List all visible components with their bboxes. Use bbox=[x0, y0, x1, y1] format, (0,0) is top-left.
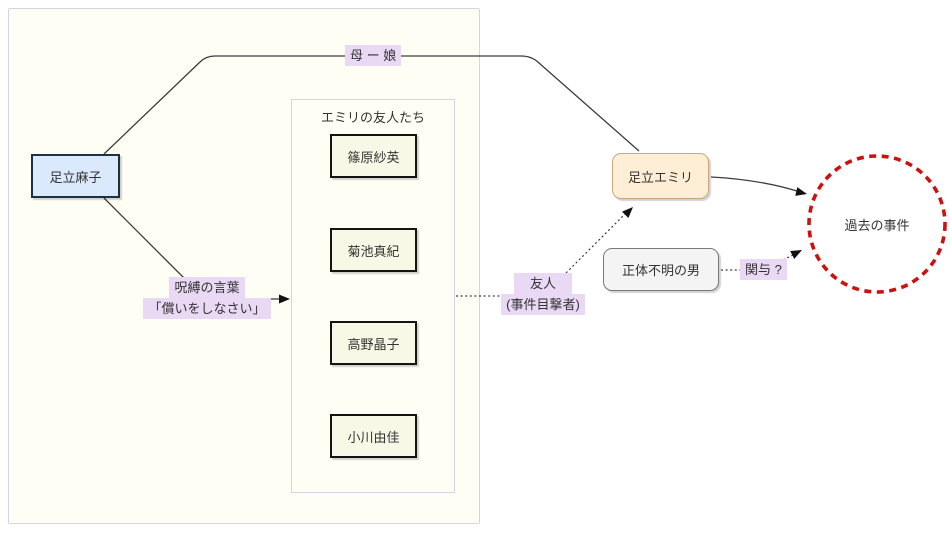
edge-label-friend-line1: 友人 bbox=[513, 273, 572, 294]
edge-label-curse-line2: 「償いをしなさい」 bbox=[143, 298, 271, 319]
arrowhead-witness-to-emiri bbox=[622, 207, 633, 218]
node-adachi-emiri-label: 足立エミリ bbox=[627, 169, 693, 185]
edge-label-mother-daughter-text: 母 ー 娘 bbox=[345, 45, 402, 66]
friend-node-takano: 高野晶子 bbox=[330, 321, 417, 365]
node-unknown-man: 正体不明の男 bbox=[603, 248, 719, 291]
edge-label-involvement-text: 関与 ? bbox=[740, 259, 787, 280]
arrowhead-man-to-incident bbox=[790, 250, 802, 260]
edge-label-friend-line2: (事件目撃者) bbox=[501, 294, 585, 315]
node-adachi-asako: 足立麻子 bbox=[31, 154, 120, 198]
edge-label-mother-daughter: 母 ー 娘 bbox=[345, 45, 402, 66]
node-unknown-man-label: 正体不明の男 bbox=[621, 263, 700, 278]
edge-label-curse-line1: 呪縛の言葉 bbox=[169, 277, 245, 298]
friend-node-shinohara: 篠原紗英 bbox=[330, 134, 417, 178]
friend-node-ogawa: 小川由佳 bbox=[330, 414, 417, 458]
arrowhead-emiri-to-incident bbox=[795, 187, 807, 196]
edge-label-involvement: 関与 ? bbox=[740, 259, 787, 280]
edge-asako-curse bbox=[103, 197, 186, 280]
friend-node-label: 小川由佳 bbox=[347, 429, 400, 445]
node-adachi-emiri: 足立エミリ bbox=[612, 153, 709, 199]
node-past-incident: 過去の事件 bbox=[809, 156, 945, 292]
edge-witness-to-emiri bbox=[565, 212, 627, 274]
friend-node-label: 篠原紗英 bbox=[347, 149, 400, 165]
node-past-incident-label: 過去の事件 bbox=[844, 217, 910, 233]
friend-node-label: 菊池真紀 bbox=[347, 243, 400, 259]
friend-node-kikuchi: 菊池真紀 bbox=[330, 228, 417, 272]
edge-label-friend-witness: 友人 (事件目撃者) bbox=[498, 273, 588, 315]
arrowhead-curse-to-friends bbox=[279, 294, 290, 304]
edge-mother-daughter bbox=[103, 55, 640, 155]
friends-group-title: エミリの友人たち bbox=[320, 110, 425, 125]
past-incident-circle bbox=[807, 154, 947, 294]
friend-node-label: 高野晶子 bbox=[347, 336, 400, 352]
edge-emiri-to-incident bbox=[710, 176, 801, 193]
edge-label-curse: 呪縛の言葉 「償いをしなさい」 bbox=[140, 277, 274, 319]
friends-group-box: エミリの友人たち 篠原紗英 菊池真紀 高野晶子 小川由佳 bbox=[291, 99, 455, 493]
node-adachi-asako-label: 足立麻子 bbox=[49, 169, 102, 185]
